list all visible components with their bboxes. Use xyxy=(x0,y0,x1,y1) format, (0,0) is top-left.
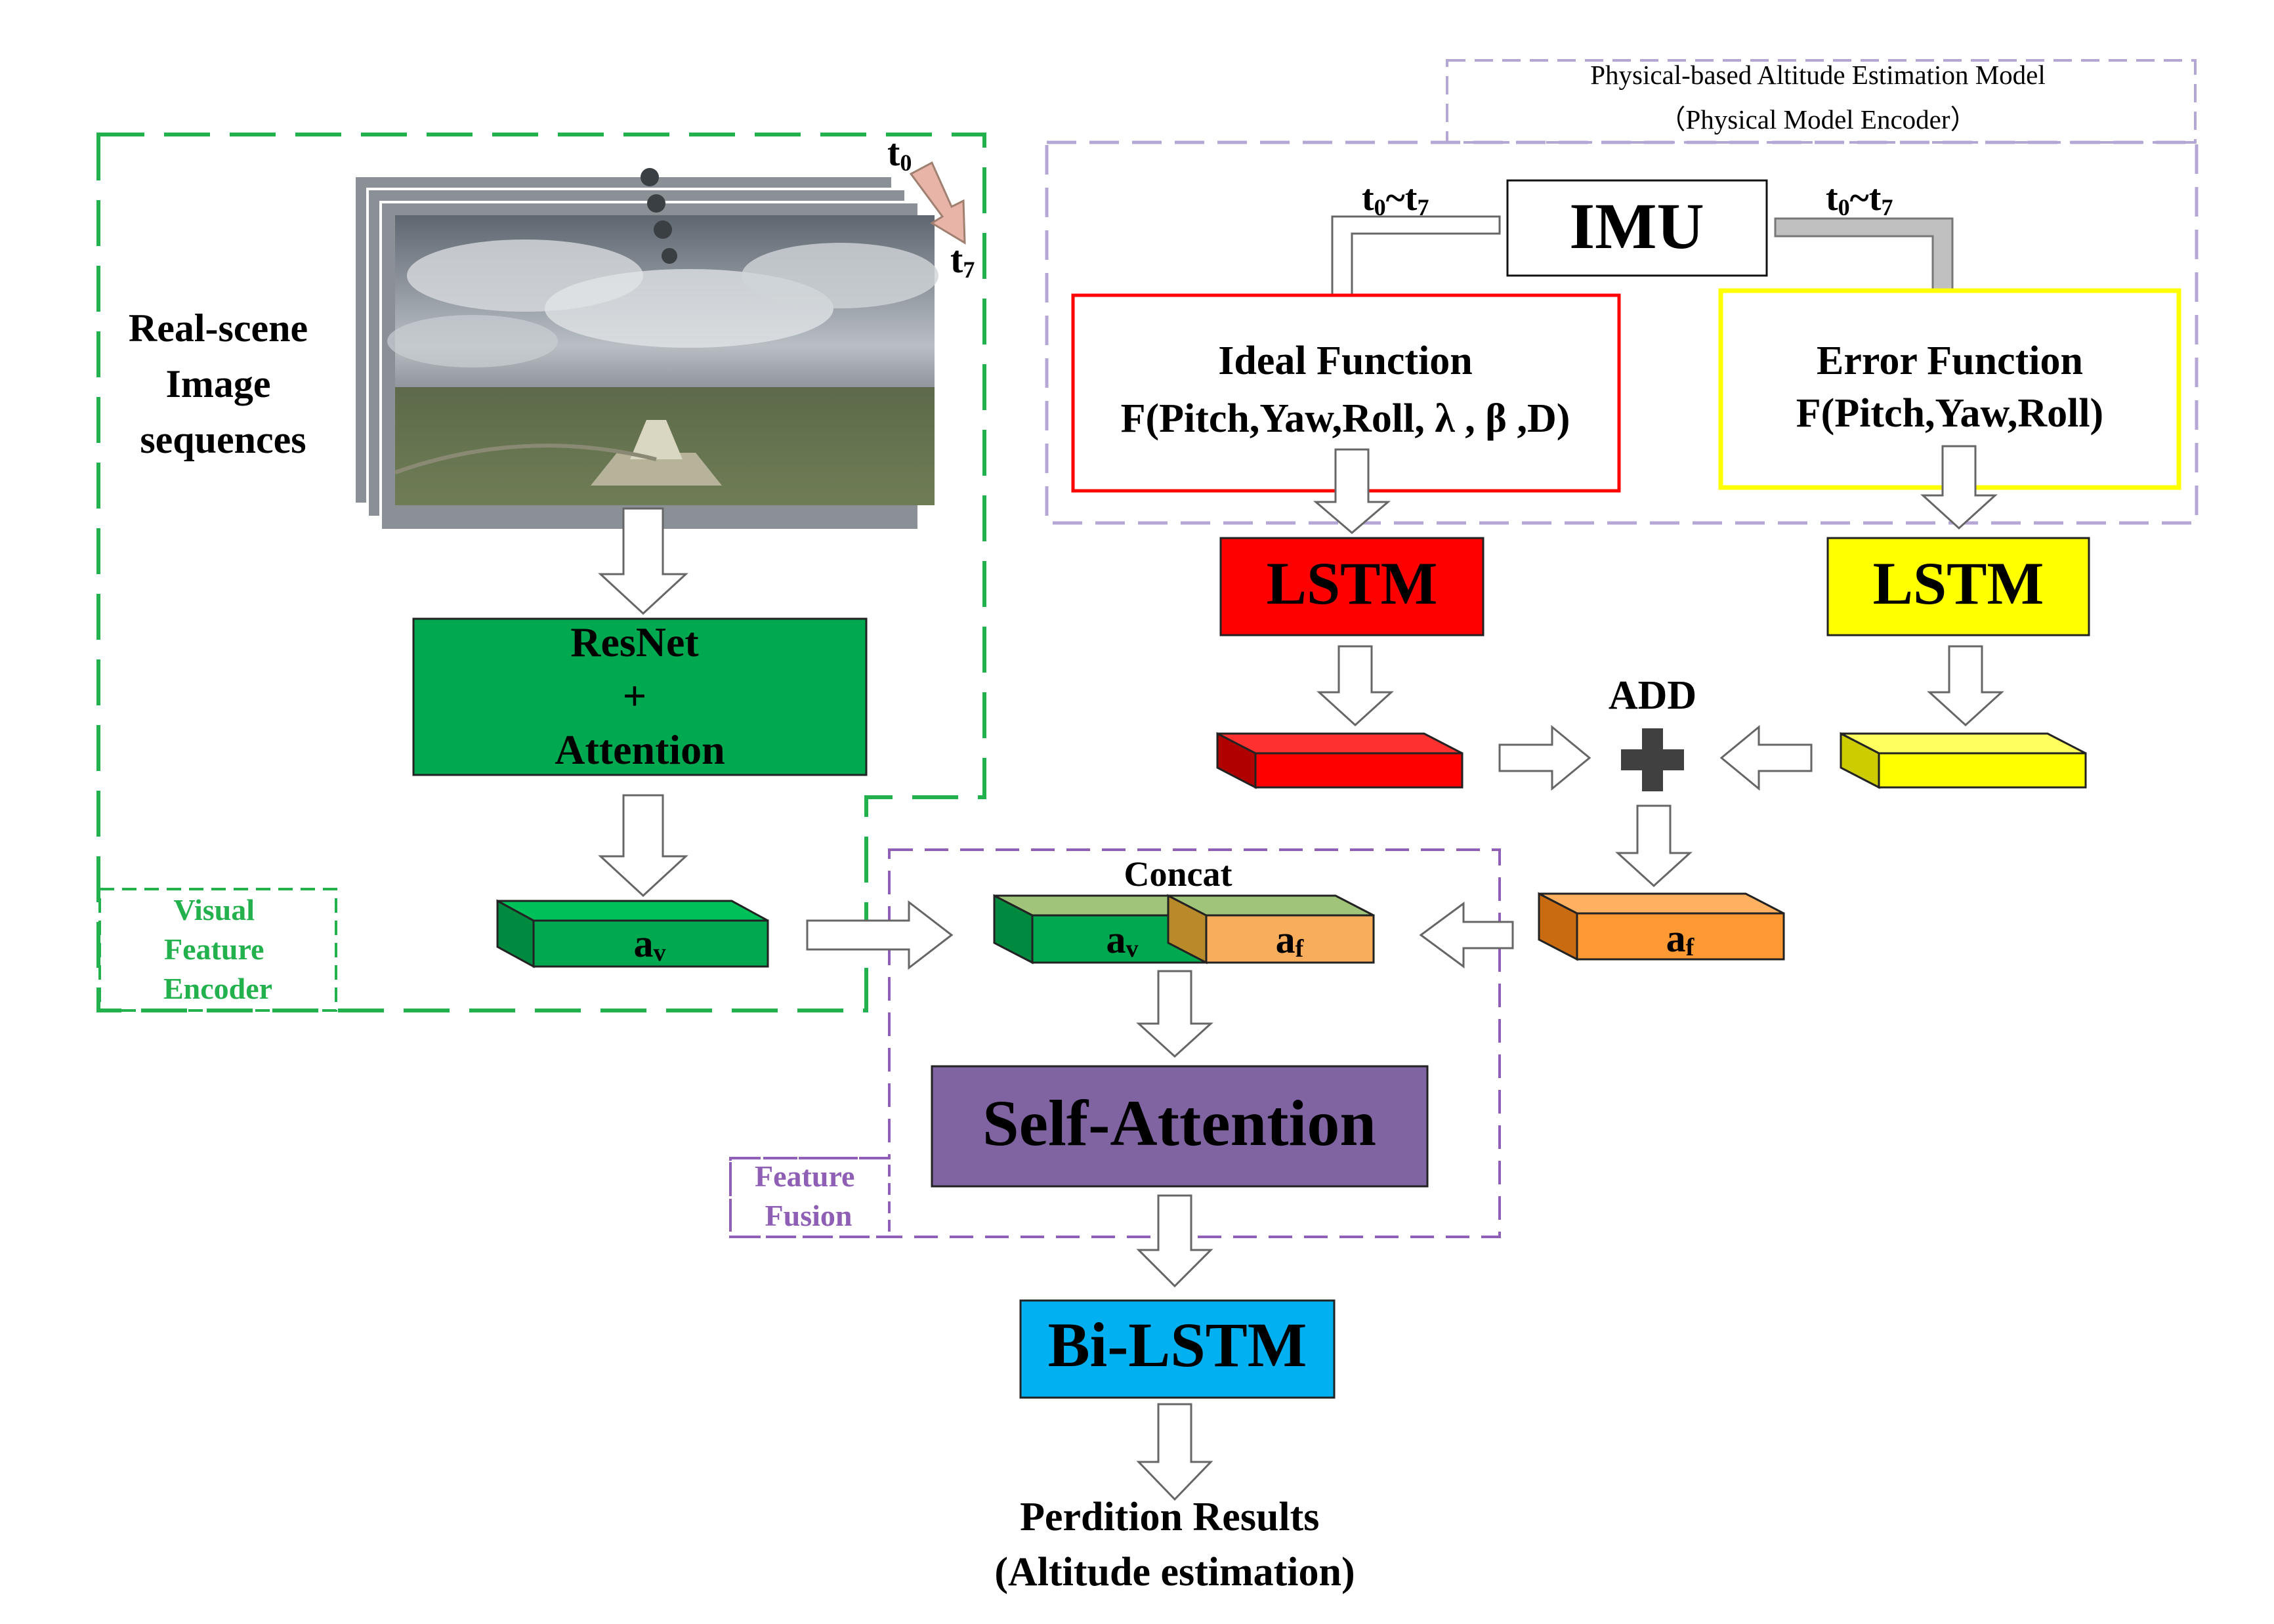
bilstm-label: Bi-LSTM xyxy=(1048,1310,1307,1380)
imu-label: IMU xyxy=(1569,190,1704,262)
ideal-function-title: Ideal Function xyxy=(1218,339,1473,383)
error-feature-block xyxy=(1840,732,2087,789)
imu-block xyxy=(1506,179,1768,277)
self-attention-to-bilstm-arrow xyxy=(1136,1194,1213,1288)
error-to-add-arrow xyxy=(1719,724,1813,791)
add-plus-icon xyxy=(1621,728,1684,791)
av-feature-block: av xyxy=(496,899,769,968)
imu-left-time-range: t0~t7 xyxy=(1362,178,1429,220)
image-to-resnet-arrow xyxy=(598,507,688,615)
ideal-to-lstm-arrow xyxy=(1313,448,1391,534)
lstm-left-label: LSTM xyxy=(1267,550,1438,617)
imu-right-time-range: t0~t7 xyxy=(1826,178,1893,220)
bilstm-to-result-arrow xyxy=(1136,1403,1213,1501)
af-to-concat-arrow xyxy=(1419,902,1514,968)
image-sequence-label: Real-scene Image sequences xyxy=(129,306,318,461)
concat-to-self-attention-arrow xyxy=(1136,970,1213,1058)
add-to-af-arrow xyxy=(1615,804,1693,888)
lstm-left-to-feature-arrow xyxy=(1316,645,1394,727)
concat-af-label: af xyxy=(1276,918,1305,963)
visual-encoder-label: Visual Feature Encoder xyxy=(163,893,272,1005)
concat-feature-block: av af xyxy=(993,894,1375,965)
physical-model-subtitle: （Physical Model Encoder） xyxy=(1658,104,1977,135)
bilstm-block xyxy=(1019,1299,1336,1399)
av-to-concat-arrow xyxy=(806,900,954,970)
physical-model-title-box xyxy=(1446,59,2197,144)
ideal-to-add-arrow xyxy=(1498,724,1591,791)
feature-fusion-label-box xyxy=(729,1157,891,1238)
error-to-lstm-arrow xyxy=(1920,445,1998,530)
lstm-right-label: LSTM xyxy=(1873,550,2044,617)
t7-label: t7 xyxy=(950,238,975,283)
t0-label: t0 xyxy=(887,131,912,176)
resnet-attention-label: ResNet + Attention xyxy=(555,619,725,773)
physical-model-region xyxy=(1045,140,2199,525)
visual-encoder-label-box xyxy=(98,888,337,1012)
af-label: af xyxy=(1666,917,1695,961)
lstm-right-to-feature-arrow xyxy=(1927,645,2004,727)
error-function-title: Error Function xyxy=(1817,339,2083,383)
concat-label: Concat xyxy=(1124,854,1232,894)
resnet-attention-block xyxy=(412,617,868,776)
error-function-formula: F(Pitch,Yaw,Roll) xyxy=(1796,391,2103,436)
lstm-left-block xyxy=(1219,537,1484,636)
self-attention-label: Self-Attention xyxy=(982,1087,1376,1159)
t0-to-t7-arrow xyxy=(909,161,966,245)
af-feature-block: af xyxy=(1538,892,1785,961)
concat-av-label: av xyxy=(1106,918,1139,963)
lstm-right-block xyxy=(1826,537,2090,636)
image-sequence-stack xyxy=(353,168,938,531)
feature-fusion-label: Feature Fusion xyxy=(755,1159,862,1232)
ideal-function-formula: F(Pitch,Yaw,Roll, λ , β ,D) xyxy=(1121,396,1570,441)
prediction-results-label: Perdition Results (Altitude estimation) xyxy=(994,1495,1355,1594)
add-label: ADD xyxy=(1609,673,1696,718)
runway-image xyxy=(387,168,938,505)
ideal-feature-block xyxy=(1216,732,1463,789)
resnet-to-av-arrow xyxy=(598,794,688,898)
physical-model-title: Physical-based Altitude Estimation Model xyxy=(1590,60,2046,90)
self-attention-block xyxy=(931,1065,1429,1188)
av-label: av xyxy=(634,922,666,967)
